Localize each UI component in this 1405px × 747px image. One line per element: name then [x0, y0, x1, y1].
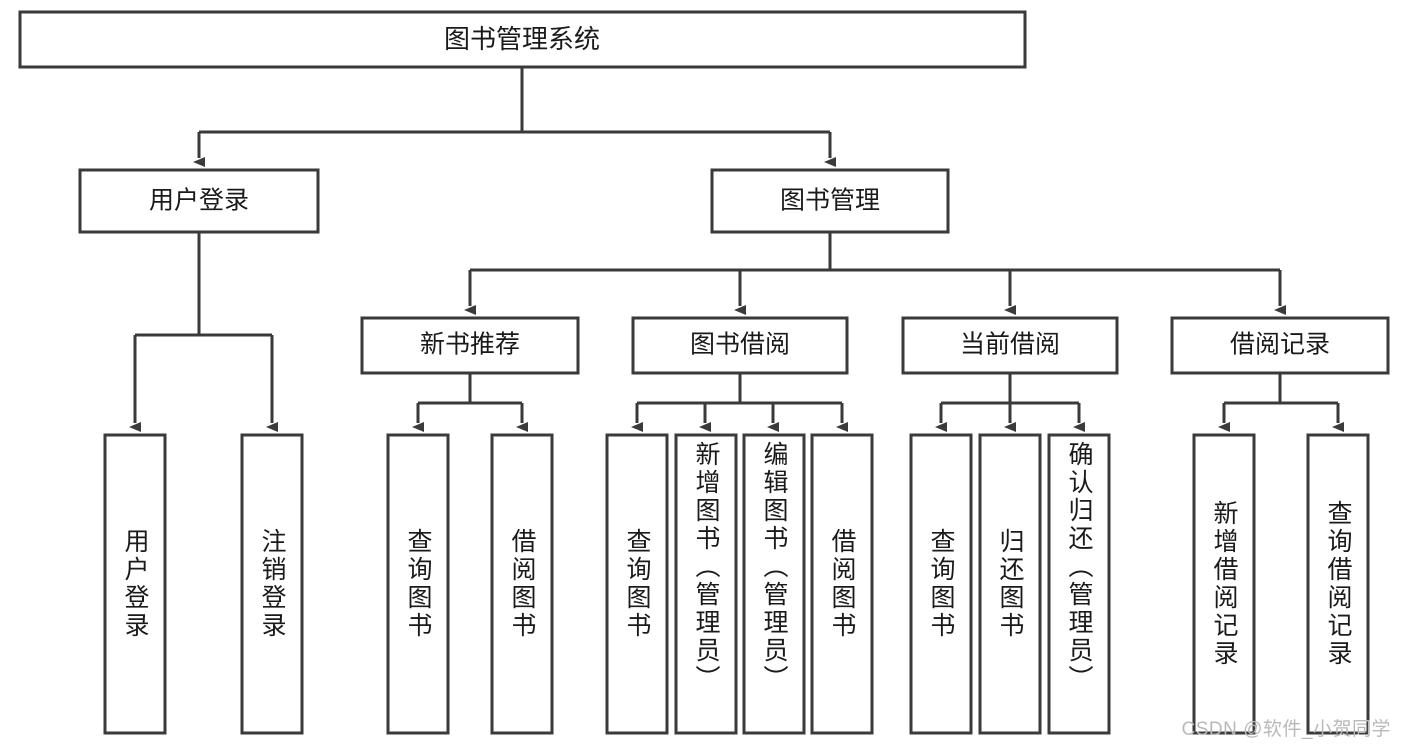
leaf-box-leaf-user-login[interactable] [103, 433, 167, 735]
node-current-borrow[interactable]: 当前借阅 [901, 316, 1119, 375]
node-new-book-recommend[interactable]: 新书推荐 [360, 316, 580, 375]
leaf-box-leaf-logout-login[interactable] [240, 433, 304, 735]
node-new-book-recommend-label: 新书推荐 [420, 331, 520, 359]
node-book-borrow-label: 图书借阅 [690, 331, 790, 359]
leaf-box-leaf-add-record[interactable] [1192, 433, 1256, 735]
node-user-login-box[interactable] [78, 168, 320, 234]
node-borrow-record-label: 借阅记录 [1230, 331, 1330, 359]
node-current-borrow-box[interactable] [901, 316, 1119, 375]
connector-group-book-manage [464, 232, 1286, 315]
node-book-manage-label: 图书管理 [780, 187, 880, 215]
connector-group-root [193, 67, 836, 167]
node-root[interactable]: 图书管理系统 [18, 10, 1027, 69]
leaf-box-leaf-query-book-2[interactable] [605, 433, 669, 735]
node-current-borrow-label: 当前借阅 [960, 331, 1060, 359]
leaf-box-leaf-add-book[interactable] [674, 433, 738, 735]
node-book-manage-box[interactable] [710, 168, 950, 234]
leaf-box-leaf-query-record[interactable] [1306, 433, 1370, 735]
node-user-login-label: 用户登录 [149, 187, 249, 215]
leaf-box-leaf-borrow-book-2[interactable] [810, 433, 874, 735]
connector-group-new-book-recommend [412, 373, 528, 432]
node-book-manage[interactable]: 图书管理 [710, 168, 950, 234]
node-new-book-recommend-box[interactable] [360, 316, 580, 375]
connector-group-current-borrow [935, 373, 1085, 432]
connector-group-user-login [129, 232, 278, 432]
leaf-box-leaf-borrow-book-1[interactable] [490, 433, 554, 735]
node-borrow-record[interactable]: 借阅记录 [1170, 316, 1390, 375]
node-root-label: 图书管理系统 [444, 24, 600, 54]
connector-group-book-borrow [631, 373, 848, 432]
leaf-box-leaf-query-book-3[interactable] [909, 433, 973, 735]
node-root-box[interactable] [18, 10, 1027, 69]
node-borrow-record-box[interactable] [1170, 316, 1390, 375]
leaf-box-group [103, 433, 1370, 735]
node-book-borrow-box[interactable] [631, 316, 849, 375]
leaf-box-leaf-query-book-1[interactable] [386, 433, 450, 735]
leaf-box-leaf-edit-book[interactable] [742, 433, 806, 735]
leaf-box-leaf-return-book[interactable] [978, 433, 1042, 735]
node-user-login[interactable]: 用户登录 [78, 168, 320, 234]
connector-group-borrow-record [1218, 373, 1344, 432]
leaf-box-leaf-confirm-return[interactable] [1047, 433, 1111, 735]
node-book-borrow[interactable]: 图书借阅 [631, 316, 849, 375]
